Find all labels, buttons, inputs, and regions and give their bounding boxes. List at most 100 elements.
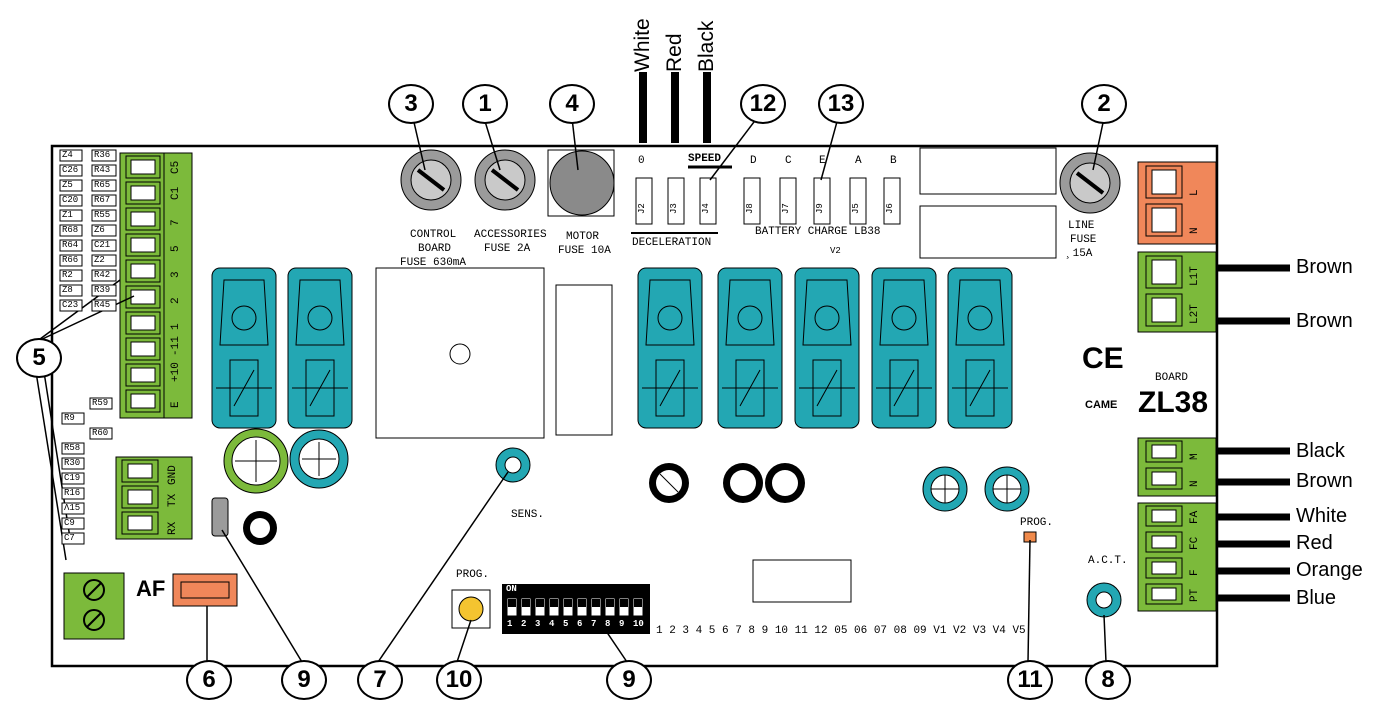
callout-2: 2 [1081,84,1127,124]
right_terminals_enc-label-3: PT [1189,588,1201,602]
callout-13: 13 [818,84,864,124]
battery-charge-label: BATTERY CHARGE LB38 [755,226,881,238]
deceleration-label: DECELERATION [632,237,712,249]
comp-left-a-3: C20 [62,195,79,205]
right_terminals_motor-label-0: M [1189,453,1201,460]
right_terminals_line-label-0: L1T [1189,266,1201,286]
leaders [35,117,1107,663]
v2-label: V2 [830,246,841,256]
comp-left-a-0: Z4 [62,150,73,160]
left-terminal-label-1: C1 [170,186,182,200]
top-wires [639,72,711,143]
right_terminals_top-label-0: L [1189,189,1201,196]
jumper-letter-c: C [785,155,792,167]
accessories-label: ACCESSORIES [474,229,547,241]
callout-9-jumper: 9 [281,660,327,700]
comp-lower-3: R58 [64,443,81,453]
jumper-5 [813,177,831,225]
motor-label: MOTOR [566,231,600,243]
comp-left-b-6: C21 [94,240,111,250]
wire-brown-1: Brown [1296,256,1353,278]
act-label: A.C.T. [1088,555,1128,567]
comp-left-b-1: R43 [94,165,111,175]
wire-black: Black [1296,440,1345,462]
comp-lower-6: R16 [64,488,81,498]
left-terminal-label-7: -11 [170,336,182,356]
left-terminal-label-4: 3 [170,271,182,278]
bottom-terminal-labels: 1 2 3 4 5 6 7 8 9 10 11 12 05 06 07 08 0… [656,625,1026,637]
right_terminals_enc-label-2: F [1189,569,1201,576]
board-label: BOARD [418,243,452,255]
jumper-3 [743,177,761,225]
right_terminals_top-label-1: N [1189,227,1201,234]
sens-label: SENS. [511,509,545,521]
comp-left-b-4: R55 [94,210,111,220]
comp-lower-8: C9 [64,518,75,528]
right_terminals_motor-label-1: N [1189,480,1201,487]
jumper-id-7: J6 [885,203,895,214]
left-terminal-label-5: 2 [170,297,182,304]
wire-label-red: Red [663,33,686,72]
board-word: BOARD [1155,372,1189,384]
fuse-control [400,149,462,211]
callout-11: 11 [1007,660,1053,700]
left-terminal-cells [125,155,161,413]
comp-left-b-5: Z6 [94,225,105,235]
right_terminals_enc-label-1: FC [1189,536,1201,550]
dip-number-8: 9 [619,619,625,629]
comp-left-b-7: Z2 [94,255,105,265]
wire-white: White [1296,505,1348,527]
comp-left-a-1: C26 [62,165,79,175]
callout-9-dip: 9 [606,660,652,700]
terminal-line [1137,251,1217,333]
jumper-letter-0: 0 [638,155,645,167]
comp-lower-1: R9 [64,413,75,423]
left-terminal-label-8: +10 [170,362,182,382]
rx-label: RX [167,521,179,535]
control-label: CONTROL [410,229,457,241]
wire-orange: Orange [1296,559,1363,581]
tx-label: TX [167,493,179,507]
comp-lower-2: R60 [92,428,109,438]
comp-left-b-9: R39 [94,285,111,295]
left-terminal-label-0: C5 [170,160,182,174]
af-label: AF [136,576,166,601]
dip-number-4: 5 [563,619,569,629]
callout-1: 1 [462,84,508,124]
jumper-1 [667,177,685,225]
terminal-motor [1137,437,1217,497]
comp-left-a-4: Z1 [62,210,73,220]
gnd-label: GND [167,465,179,485]
comp-lower-9: C7 [64,533,75,543]
comp-left-a-5: R68 [62,225,79,235]
callout-7: 7 [357,660,403,700]
comp-left-a-7: R66 [62,255,79,265]
speed-label: SPEED [688,153,722,165]
left-terminal-label-9: E [170,401,182,408]
terminal-encoder [1137,502,1217,612]
dip-number-1: 2 [521,619,527,629]
prog-right-label: PROG. [1020,517,1054,529]
left-terminal-label-2: 7 [170,219,182,226]
callout-10: 10 [436,660,482,700]
right-wires [1216,264,1290,602]
fuse-motor [547,149,615,217]
dip-number-3: 4 [549,619,555,629]
comp-lower-4: R30 [64,458,81,468]
comp-lower-0: R59 [92,398,109,408]
left-terminal-label-3: 5 [170,245,182,252]
comp-left-a-6: R64 [62,240,79,250]
jumper-id-4: J7 [781,203,791,214]
jumper-6 [849,177,867,225]
comp-left-b-8: R42 [94,270,111,280]
wire-brown-3: Brown [1296,470,1353,492]
callout-8: 8 [1085,660,1131,700]
callout-4: 4 [549,84,595,124]
comp-left-b-3: R67 [94,195,111,205]
motor-fuse-label: FUSE 10A [558,245,611,257]
callout-3: 3 [388,84,434,124]
right_terminals_enc-label-0: FA [1189,510,1201,524]
dip-on-label: ON [506,584,517,594]
comp-left-b-0: R36 [94,150,111,160]
